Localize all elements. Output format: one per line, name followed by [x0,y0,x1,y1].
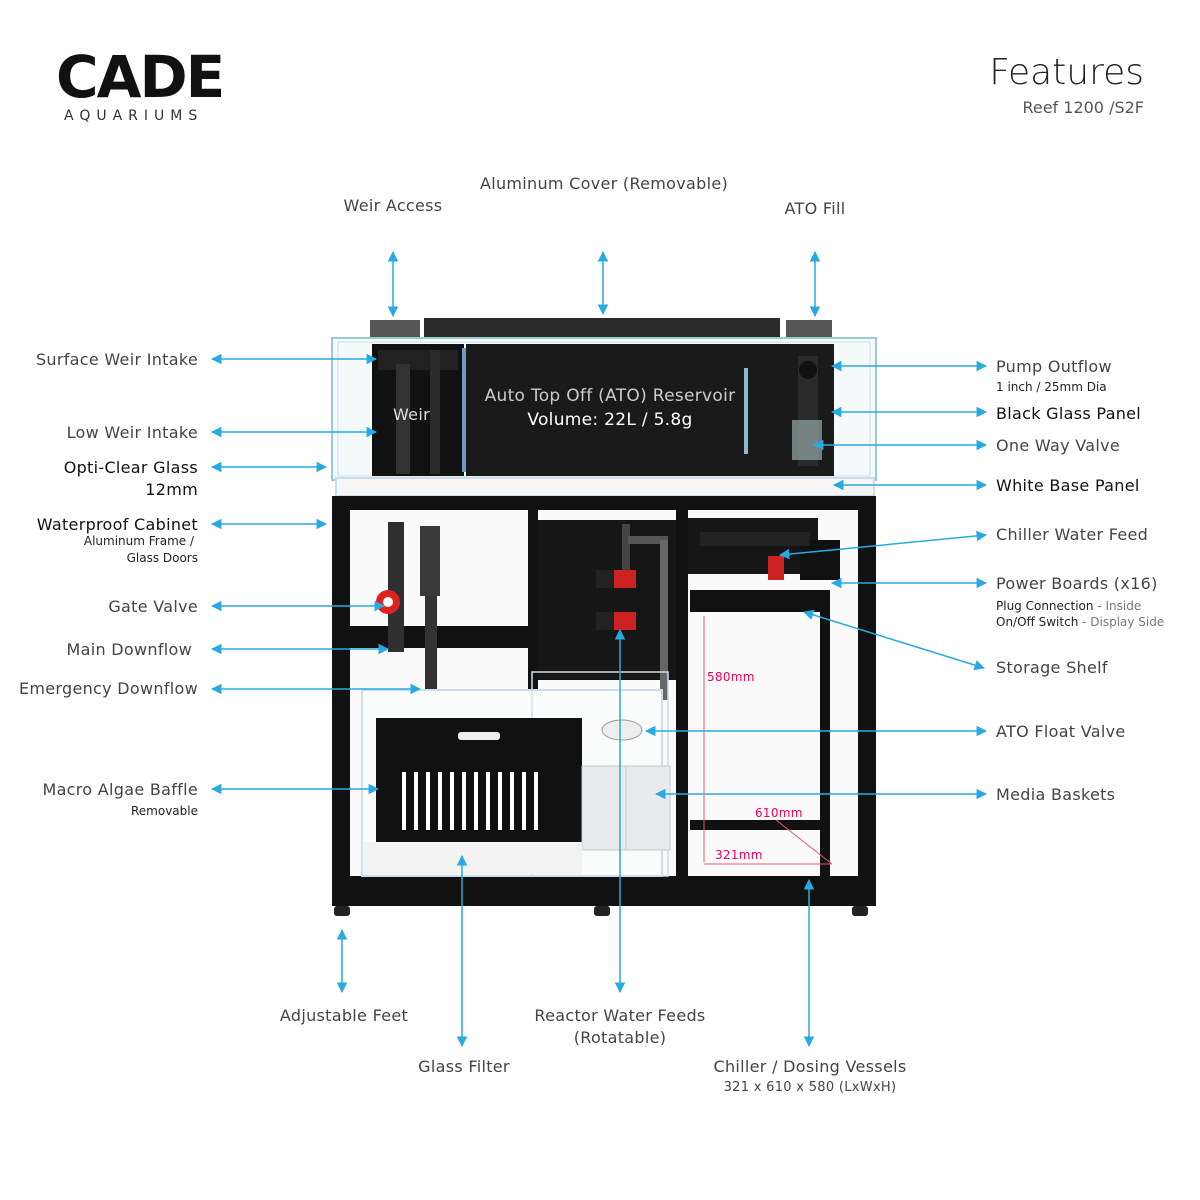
foot-right [852,906,868,916]
label-weir-access: Weir Access [343,196,443,215]
label-baffle-note: Removable [130,804,198,818]
label-ato-fill: ATO Fill [784,199,846,218]
label-pump-outflow: Pump Outflow [996,357,1112,376]
weir-access-cover [370,320,420,338]
label-power-note-1: Plug Connection - Inside [996,599,1142,613]
label-reactor-note: (Rotatable) [573,1028,667,1047]
brand-tagline: AQUARIUMS [64,108,204,124]
one-way-valve [792,420,822,460]
label-chiller-dims: 321 x 610 x 580 (LxWxH) [723,1080,897,1095]
page-title: Features [989,52,1144,93]
black-glass-panel [466,344,834,476]
cabinet-bottom-rail [332,876,876,906]
label-low-weir-intake: Low Weir Intake [66,423,198,442]
label-main-downflow: Main Downflow [66,640,192,659]
label-gate-valve: Gate Valve [108,597,198,616]
label-surface-weir-intake: Surface Weir Intake [35,350,198,369]
label-pump-outflow-note: 1 inch / 25mm Dia [996,380,1107,394]
label-cabinet-note-1: Aluminum Frame / [83,534,194,548]
cabinet-top-rail [332,496,876,510]
cabinet-left-post [332,496,350,906]
model-name: Reef 1200 /S2F [1022,98,1144,117]
foot-left [334,906,350,916]
label-chiller-dosing: Chiller / Dosing Vessels [713,1057,907,1076]
label-glass-filter: Glass Filter [418,1057,510,1076]
chiller-feed-pipe [700,532,810,546]
weir-pipe [396,364,410,474]
aluminum-cover [424,318,780,340]
label-white-base-panel: White Base Panel [996,476,1140,495]
chiller-valve [768,556,784,580]
label-power-note-2: On/Off Switch - Display Side [996,615,1165,629]
dimension-depth: 610mm [755,806,803,820]
dimension-height: 580mm [707,670,755,684]
label-storage-shelf: Storage Shelf [996,658,1108,677]
label-power-boards: Power Boards (x16) [996,574,1158,593]
label-one-way-valve: One Way Valve [996,436,1120,455]
label-opti-clear-glass: Opti-Clear Glass [63,458,198,477]
ato-fill-cover [786,320,832,338]
label-emergency-downflow: Emergency Downflow [18,679,198,698]
label-adjustable-feet: Adjustable Feet [279,1006,409,1025]
brand-logo: CADE [56,43,225,111]
label-opti-clear-thickness: 12mm [145,480,198,499]
ato-reservoir-title: Auto Top Off (ATO) Reservoir [484,386,736,406]
label-chiller-water-feed: Chiller Water Feed [996,525,1149,544]
storage-shelf [690,590,830,612]
label-macro-algae-baffle: Macro Algae Baffle [42,780,198,799]
label-media-baskets: Media Baskets [996,785,1116,804]
dimension-width: 321mm [715,848,763,862]
label-waterproof-cabinet: Waterproof Cabinet [36,515,198,534]
weir-text: Weir [393,405,430,424]
main-downflow-pipe [388,522,404,652]
label-aluminum-cover: Aluminum Cover (Removable) [479,174,729,193]
label-cabinet-note-2: Glass Doors [126,551,198,565]
label-black-glass-panel: Black Glass Panel [996,404,1142,423]
emergency-downflow-pipe [420,526,440,596]
ato-float-valve [601,719,643,741]
ato-reservoir-volume: Volume: 22L / 5.8g [527,410,693,430]
white-base-panel [335,477,875,497]
cabinet-right-post [858,496,876,906]
label-reactor-water-feeds: Reactor Water Feeds [534,1006,706,1025]
foot-middle [594,906,610,916]
label-ato-float-valve: ATO Float Valve [996,722,1126,741]
